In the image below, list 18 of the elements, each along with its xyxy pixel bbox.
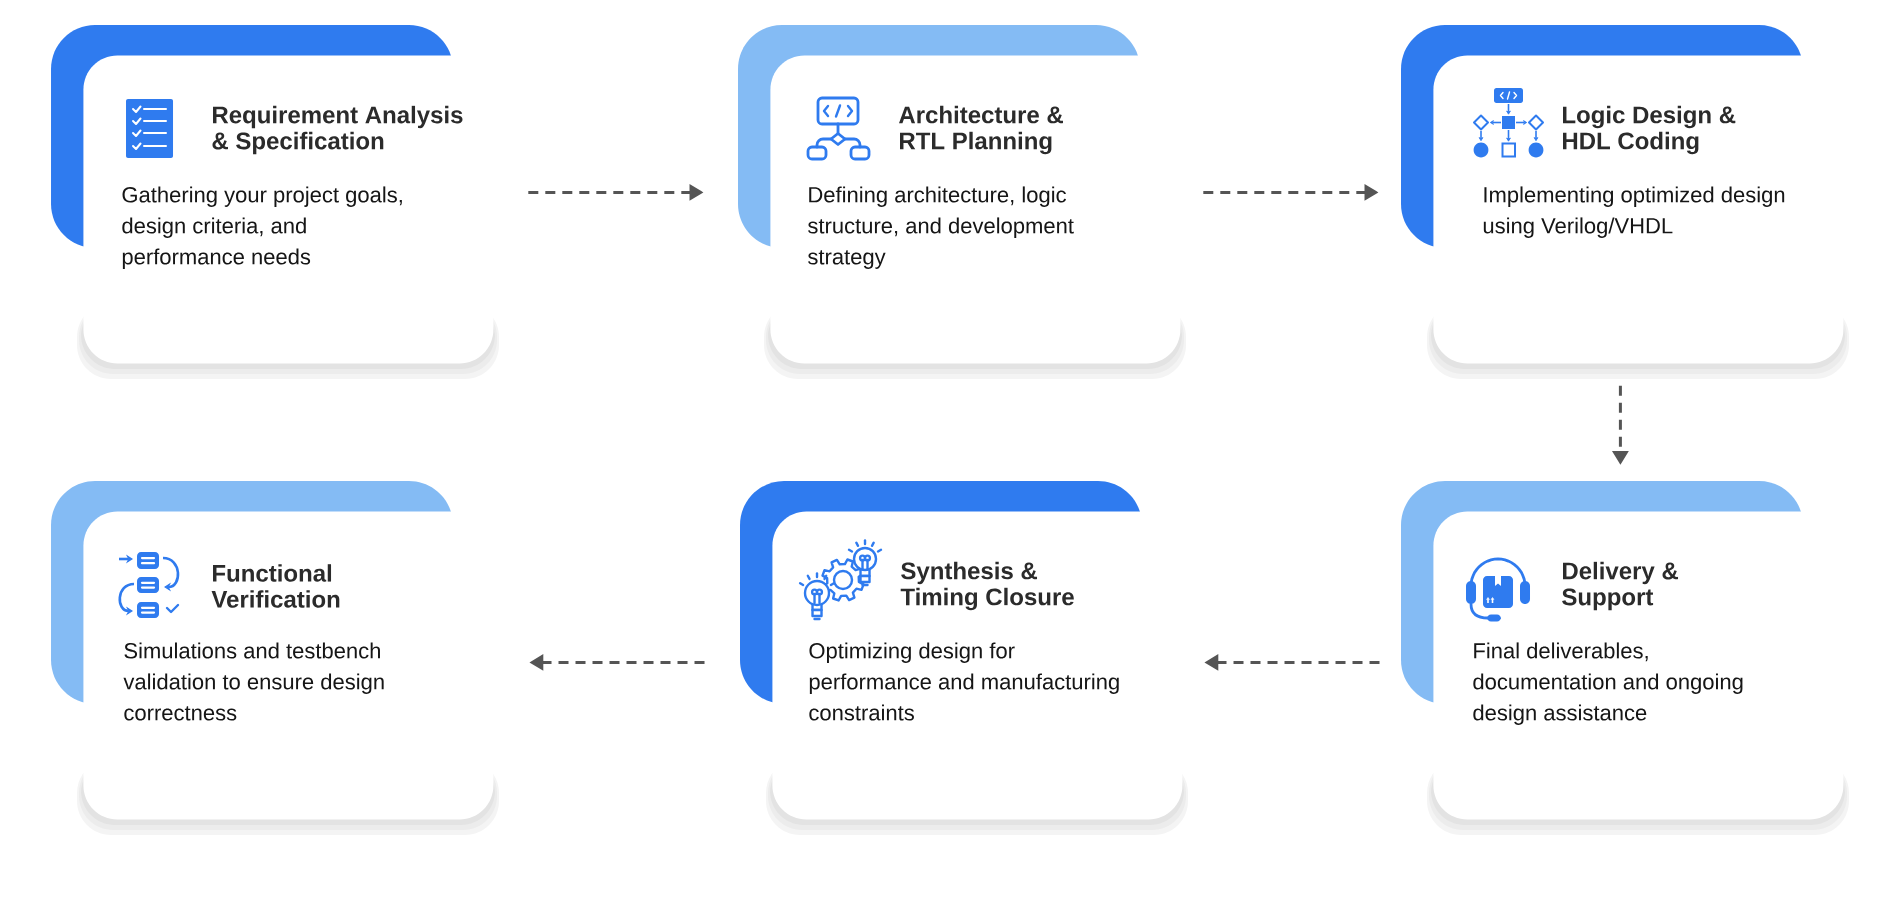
step-title: Delivery & Support [1562,561,1679,611]
step-title: Architecture & RTL Planning [899,105,1063,155]
step-card [770,55,1181,364]
step-card [1433,55,1844,364]
step-description: Optimizing design for performance and manufacturing constraints [809,642,1119,721]
step-title: Logic Design & HDL Coding [1563,105,1736,155]
step-description: Gathering your project goals, design criteria, and performance needs [122,186,402,269]
step-description: Final deliverables, documentation and ongoing design assistance [1473,642,1743,725]
step-card [1433,511,1844,820]
step-description: Defining architecture, logic structure, and development strategy [808,186,1074,269]
step-card [83,511,494,820]
step-title: Requirement Analysis & Specification [212,105,463,155]
step-description: Simulations and testbench validation to ensure design correctness [123,642,384,721]
step-card [772,511,1183,820]
step-title: Synthesis & Timing Closure [900,561,1074,611]
step-description: Implementing optimized design using Verilog/VHDL [1483,186,1785,238]
step-card [83,55,494,364]
step-title: Functional Verification [211,564,340,608]
